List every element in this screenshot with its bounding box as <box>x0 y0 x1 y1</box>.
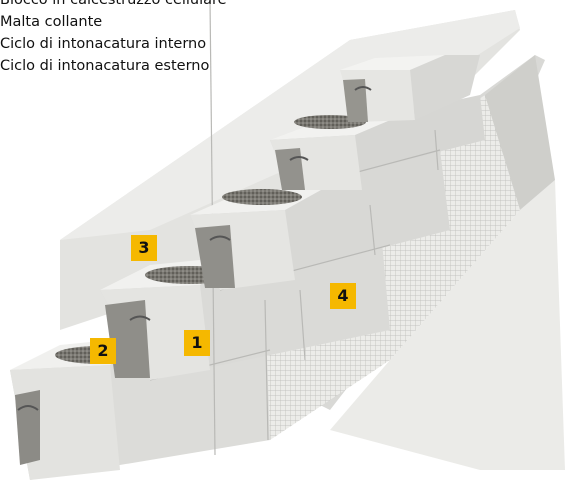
block-1-grip <box>15 390 40 465</box>
plaster-band-inner <box>330 180 565 470</box>
callout-3: 3 <box>131 235 157 261</box>
block-3-grip <box>195 225 235 288</box>
block-4-handhold <box>289 156 309 161</box>
block-5-handhold <box>354 86 372 91</box>
block-5-grip <box>343 79 368 122</box>
callout-1: 1 <box>184 330 210 356</box>
block-2-grip <box>105 300 150 378</box>
external-plaster-mesh <box>265 95 520 440</box>
plaster-band-edge <box>485 55 555 210</box>
legend-item-1: Blocco in calcestruzzo cellulare <box>0 0 227 8</box>
block-2-handhold <box>129 315 151 321</box>
block-5-front <box>410 55 480 120</box>
legend: Blocco in calcestruzzo cellulare Malta c… <box>0 0 227 77</box>
mortar-3 <box>222 189 302 205</box>
legend-item-2: Malta collante <box>0 14 103 30</box>
block-3-handhold <box>209 235 231 241</box>
callout-2: 2 <box>90 338 116 364</box>
block-1-handhold <box>17 405 39 411</box>
legend-item-3: Ciclo di intonacatura interno <box>0 36 207 52</box>
callout-4: 4 <box>330 283 356 309</box>
legend-item-4: Ciclo di intonacatura esterno <box>0 58 210 74</box>
block-4-grip <box>275 148 305 190</box>
